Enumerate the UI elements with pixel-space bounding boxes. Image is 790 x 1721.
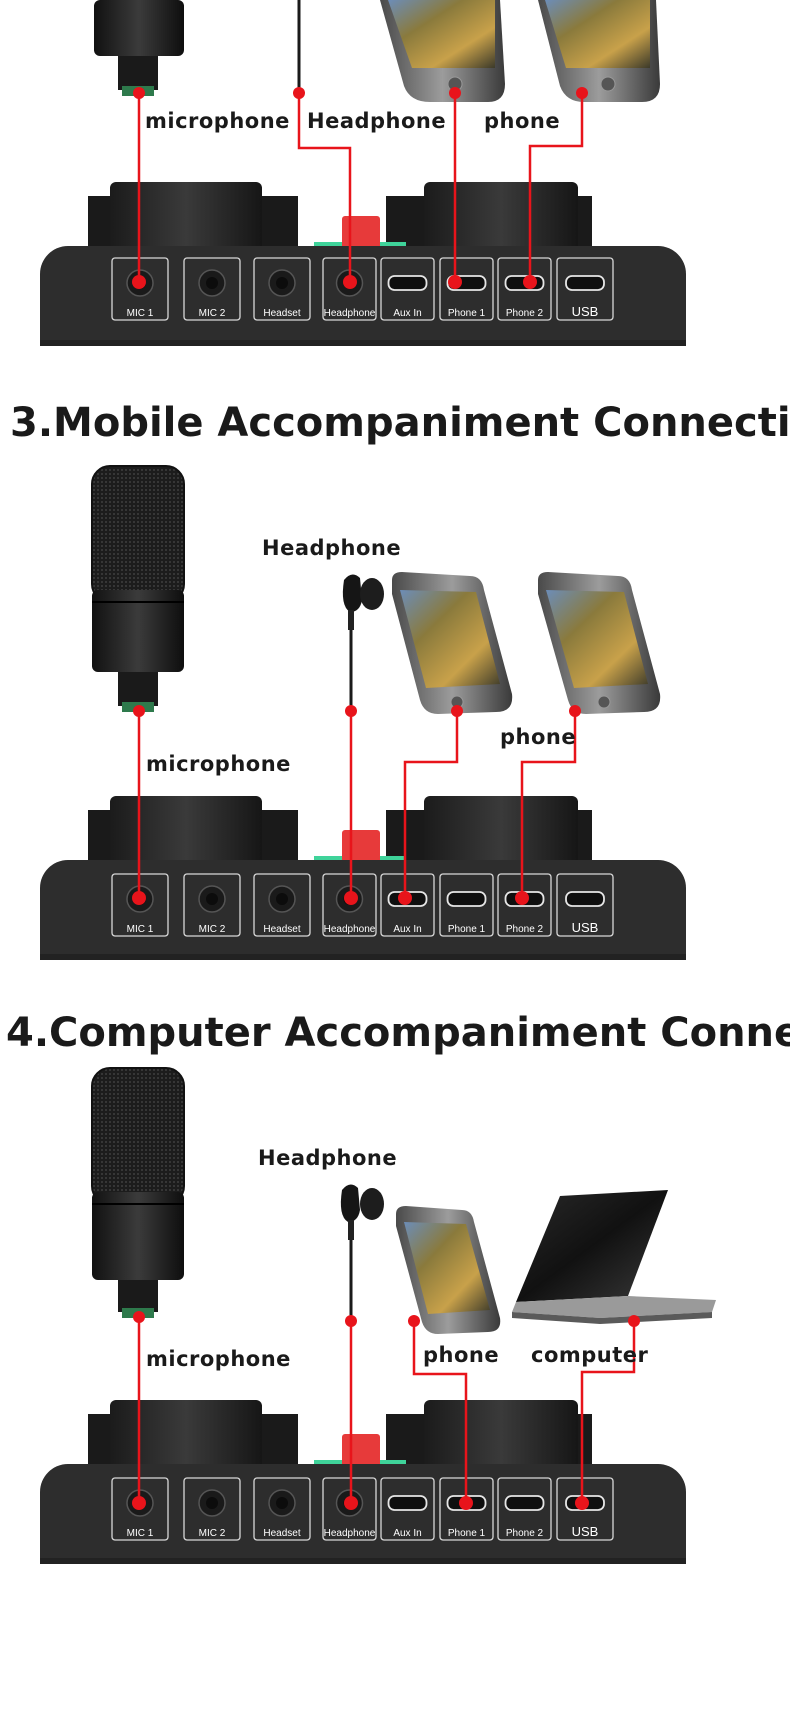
wires (137, 1317, 636, 1503)
port-phone-2: Phone 2 (497, 1477, 552, 1541)
port-label: MIC 2 (199, 1528, 226, 1539)
port-label: Headset (263, 308, 300, 319)
port-headset: Headset (253, 873, 311, 937)
microphone (94, 0, 184, 96)
port-aux-in: Aux In (380, 257, 435, 321)
port-label: MIC 1 (127, 924, 154, 935)
port-label: Headset (263, 1528, 300, 1539)
callout-headphone: Headphone (258, 1146, 397, 1170)
port-aux-in: Aux In (380, 1477, 435, 1541)
callout-phone: phone (484, 109, 560, 133)
port-label: Headphone (324, 308, 376, 319)
callout-headphone: Headphone (307, 109, 446, 133)
callout-computer: computer (531, 1343, 649, 1367)
port-mic-2: MIC 2 (183, 257, 241, 321)
port-label: Phone 1 (448, 308, 486, 319)
wire-dots (132, 87, 588, 289)
port-label: Aux In (393, 924, 421, 935)
wire-dots (132, 705, 581, 905)
callout-microphone: microphone (146, 1347, 291, 1371)
port-label: USB (572, 304, 599, 319)
port-label: MIC 2 (199, 308, 226, 319)
callout-microphone: microphone (145, 109, 290, 133)
port-label: Phone 1 (448, 924, 486, 935)
port-label: Headset (263, 924, 300, 935)
laptop-icon (512, 1190, 716, 1324)
wires (137, 93, 584, 282)
port-label: Phone 2 (506, 308, 544, 319)
port-label: USB (572, 1524, 599, 1539)
port-label: Aux In (393, 1528, 421, 1539)
microphone (91, 1067, 185, 1318)
port-mic-2: MIC 2 (183, 873, 241, 937)
port-label: MIC 1 (127, 308, 154, 319)
earphone-icon (340, 1184, 384, 1321)
section-computer-accompaniment: 4.Computer Accompaniment Connection (6, 1010, 790, 1564)
port-mic-2: MIC 2 (183, 1477, 241, 1541)
wires (137, 711, 577, 898)
port-headset: Headset (253, 1477, 311, 1541)
callout-microphone: microphone (146, 752, 291, 776)
phone-2 (538, 572, 661, 714)
port-label: Headphone (324, 1528, 376, 1539)
port-label: Phone 1 (448, 1528, 486, 1539)
port-label: MIC 1 (127, 1528, 154, 1539)
port-headset: Headset (253, 257, 311, 321)
port-label: Phone 2 (506, 1528, 544, 1539)
wire-dots (132, 1311, 640, 1510)
port-label: Phone 2 (506, 924, 544, 935)
port-usb: USB (556, 873, 614, 937)
callout-headphone: Headphone (262, 536, 401, 560)
earphone-icon (342, 574, 384, 712)
phone-1 (392, 572, 513, 714)
port-phone-1: Phone 1 (439, 873, 494, 937)
port-label: USB (572, 920, 599, 935)
callout-phone: phone (500, 725, 576, 749)
phone-1 (380, 0, 505, 102)
port-label: Headphone (324, 924, 376, 935)
port-usb: USB (556, 257, 614, 321)
section-heading: 4.Computer Accompaniment Connection (6, 1010, 790, 1056)
phone-2 (538, 0, 660, 102)
section-heading: 3.Mobile Accompaniment Connection (10, 400, 790, 446)
callout-phone: phone (423, 1343, 499, 1367)
port-label: Aux In (393, 308, 421, 319)
microphone (91, 465, 185, 712)
phone (396, 1206, 501, 1334)
section-mobile-accompaniment: 3.Mobile Accompaniment Connection (10, 400, 790, 960)
port-label: MIC 2 (199, 924, 226, 935)
